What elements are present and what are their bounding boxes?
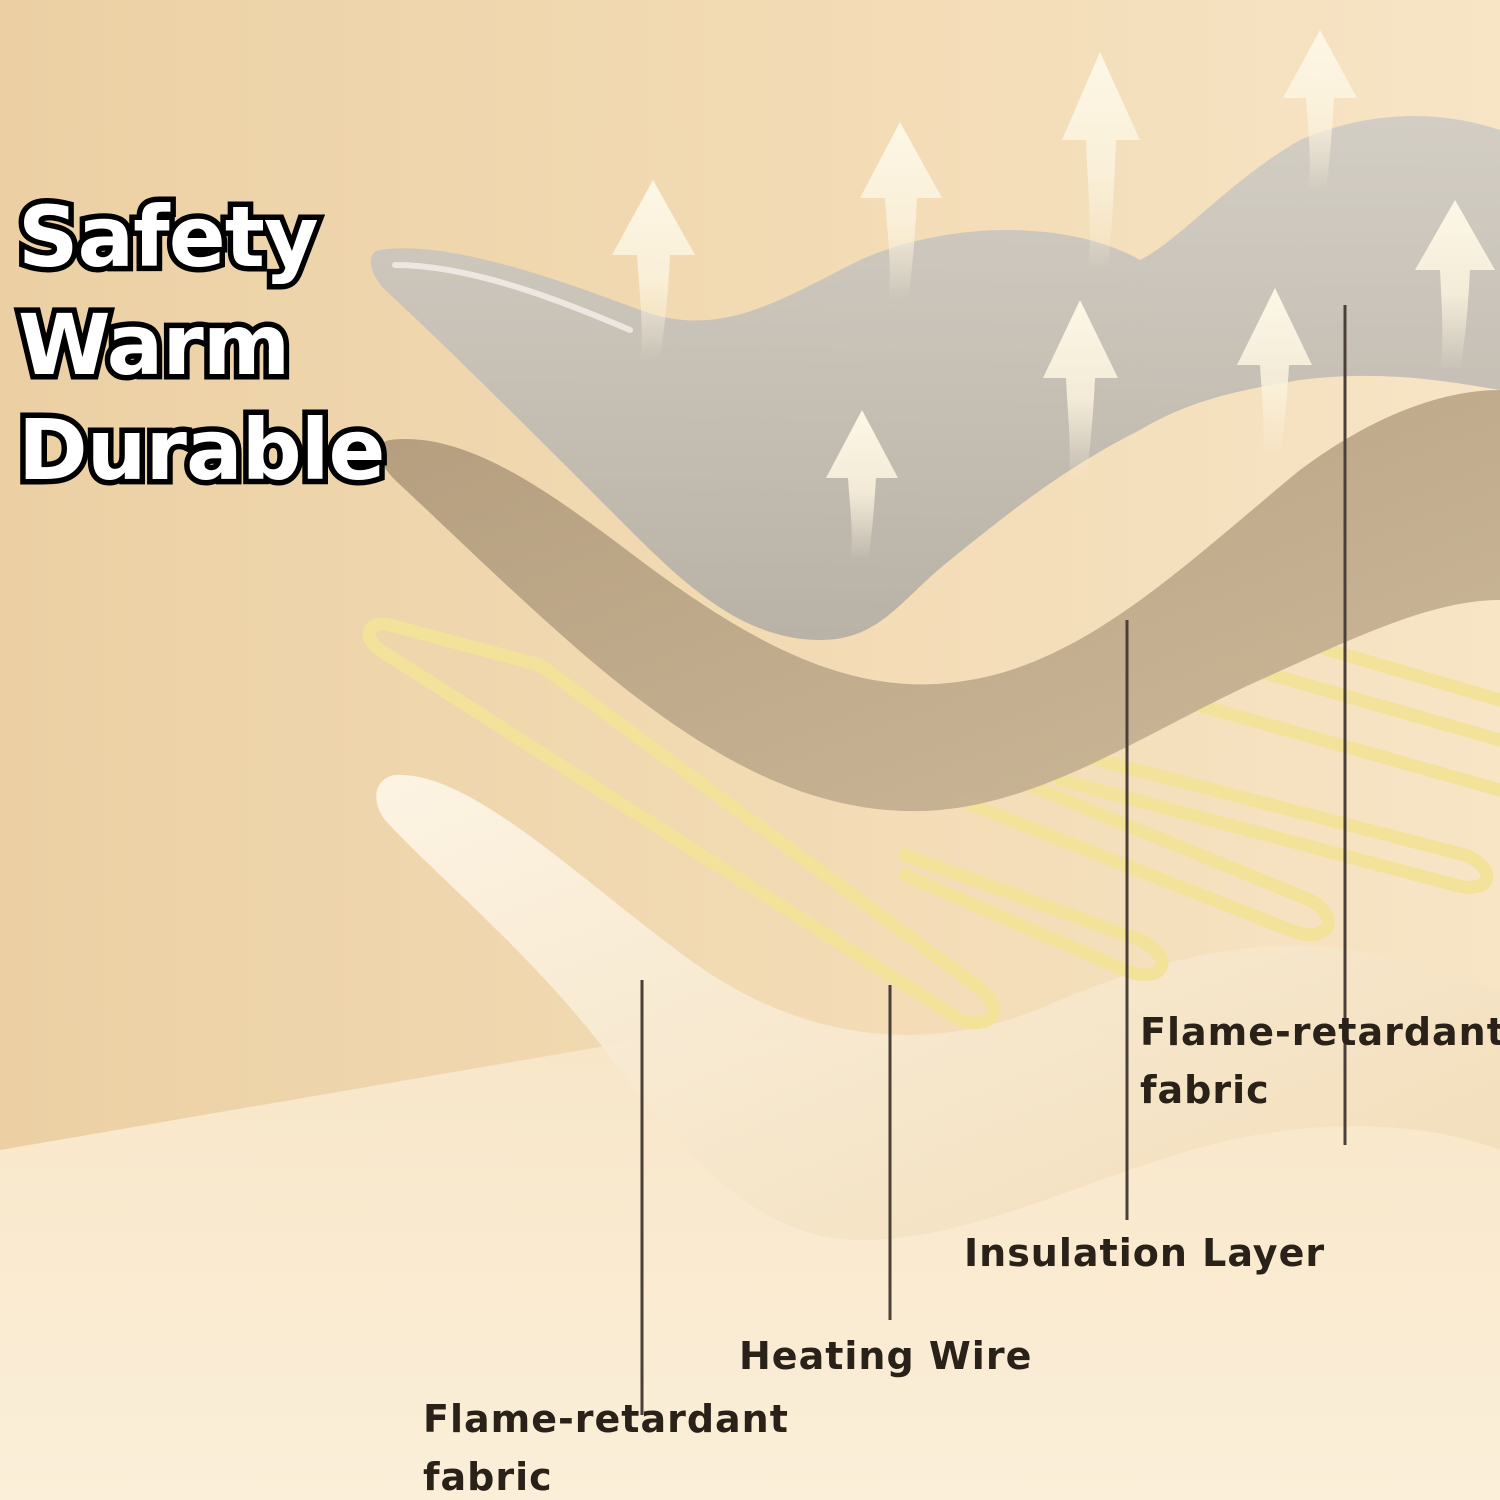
heat-arrow-icon	[1237, 288, 1312, 460]
top-fabric-edge-highlight	[392, 262, 633, 333]
headline-warm: Warm	[12, 296, 295, 394]
top-fabric-layer	[370, 116, 1500, 641]
label-top-flame-retardant-fabric: Flame-retardant fabric	[1140, 1003, 1500, 1119]
headline-durable: Durable	[13, 401, 392, 499]
heat-arrow-icon	[1062, 52, 1140, 270]
label-bottom-fabric-line2: fabric	[423, 1455, 553, 1499]
label-top-fabric-line2: fabric	[1140, 1068, 1270, 1112]
insulation-layer	[379, 390, 1500, 812]
heat-arrow-icon	[1043, 300, 1118, 480]
bottom-fabric-layer	[376, 774, 1500, 1240]
heat-arrow-icon	[1415, 200, 1495, 370]
headline-safety: Safety	[13, 188, 325, 286]
label-heating-wire: Heating Wire	[739, 1334, 1033, 1378]
label-top-fabric-line1: Flame-retardant	[1140, 1010, 1500, 1054]
heat-arrow-icon	[860, 122, 942, 300]
label-insulation-layer: Insulation Layer	[964, 1231, 1326, 1275]
heat-arrows	[612, 30, 1495, 560]
leader-lines	[640, 305, 1347, 1415]
heat-arrow-icon	[612, 180, 695, 360]
label-bottom-fabric-line1: Flame-retardant	[423, 1397, 789, 1441]
heat-arrow-icon	[826, 410, 898, 560]
label-bottom-flame-retardant-fabric: Flame-retardant fabric	[423, 1390, 789, 1500]
heat-arrow-icon	[1283, 30, 1357, 190]
